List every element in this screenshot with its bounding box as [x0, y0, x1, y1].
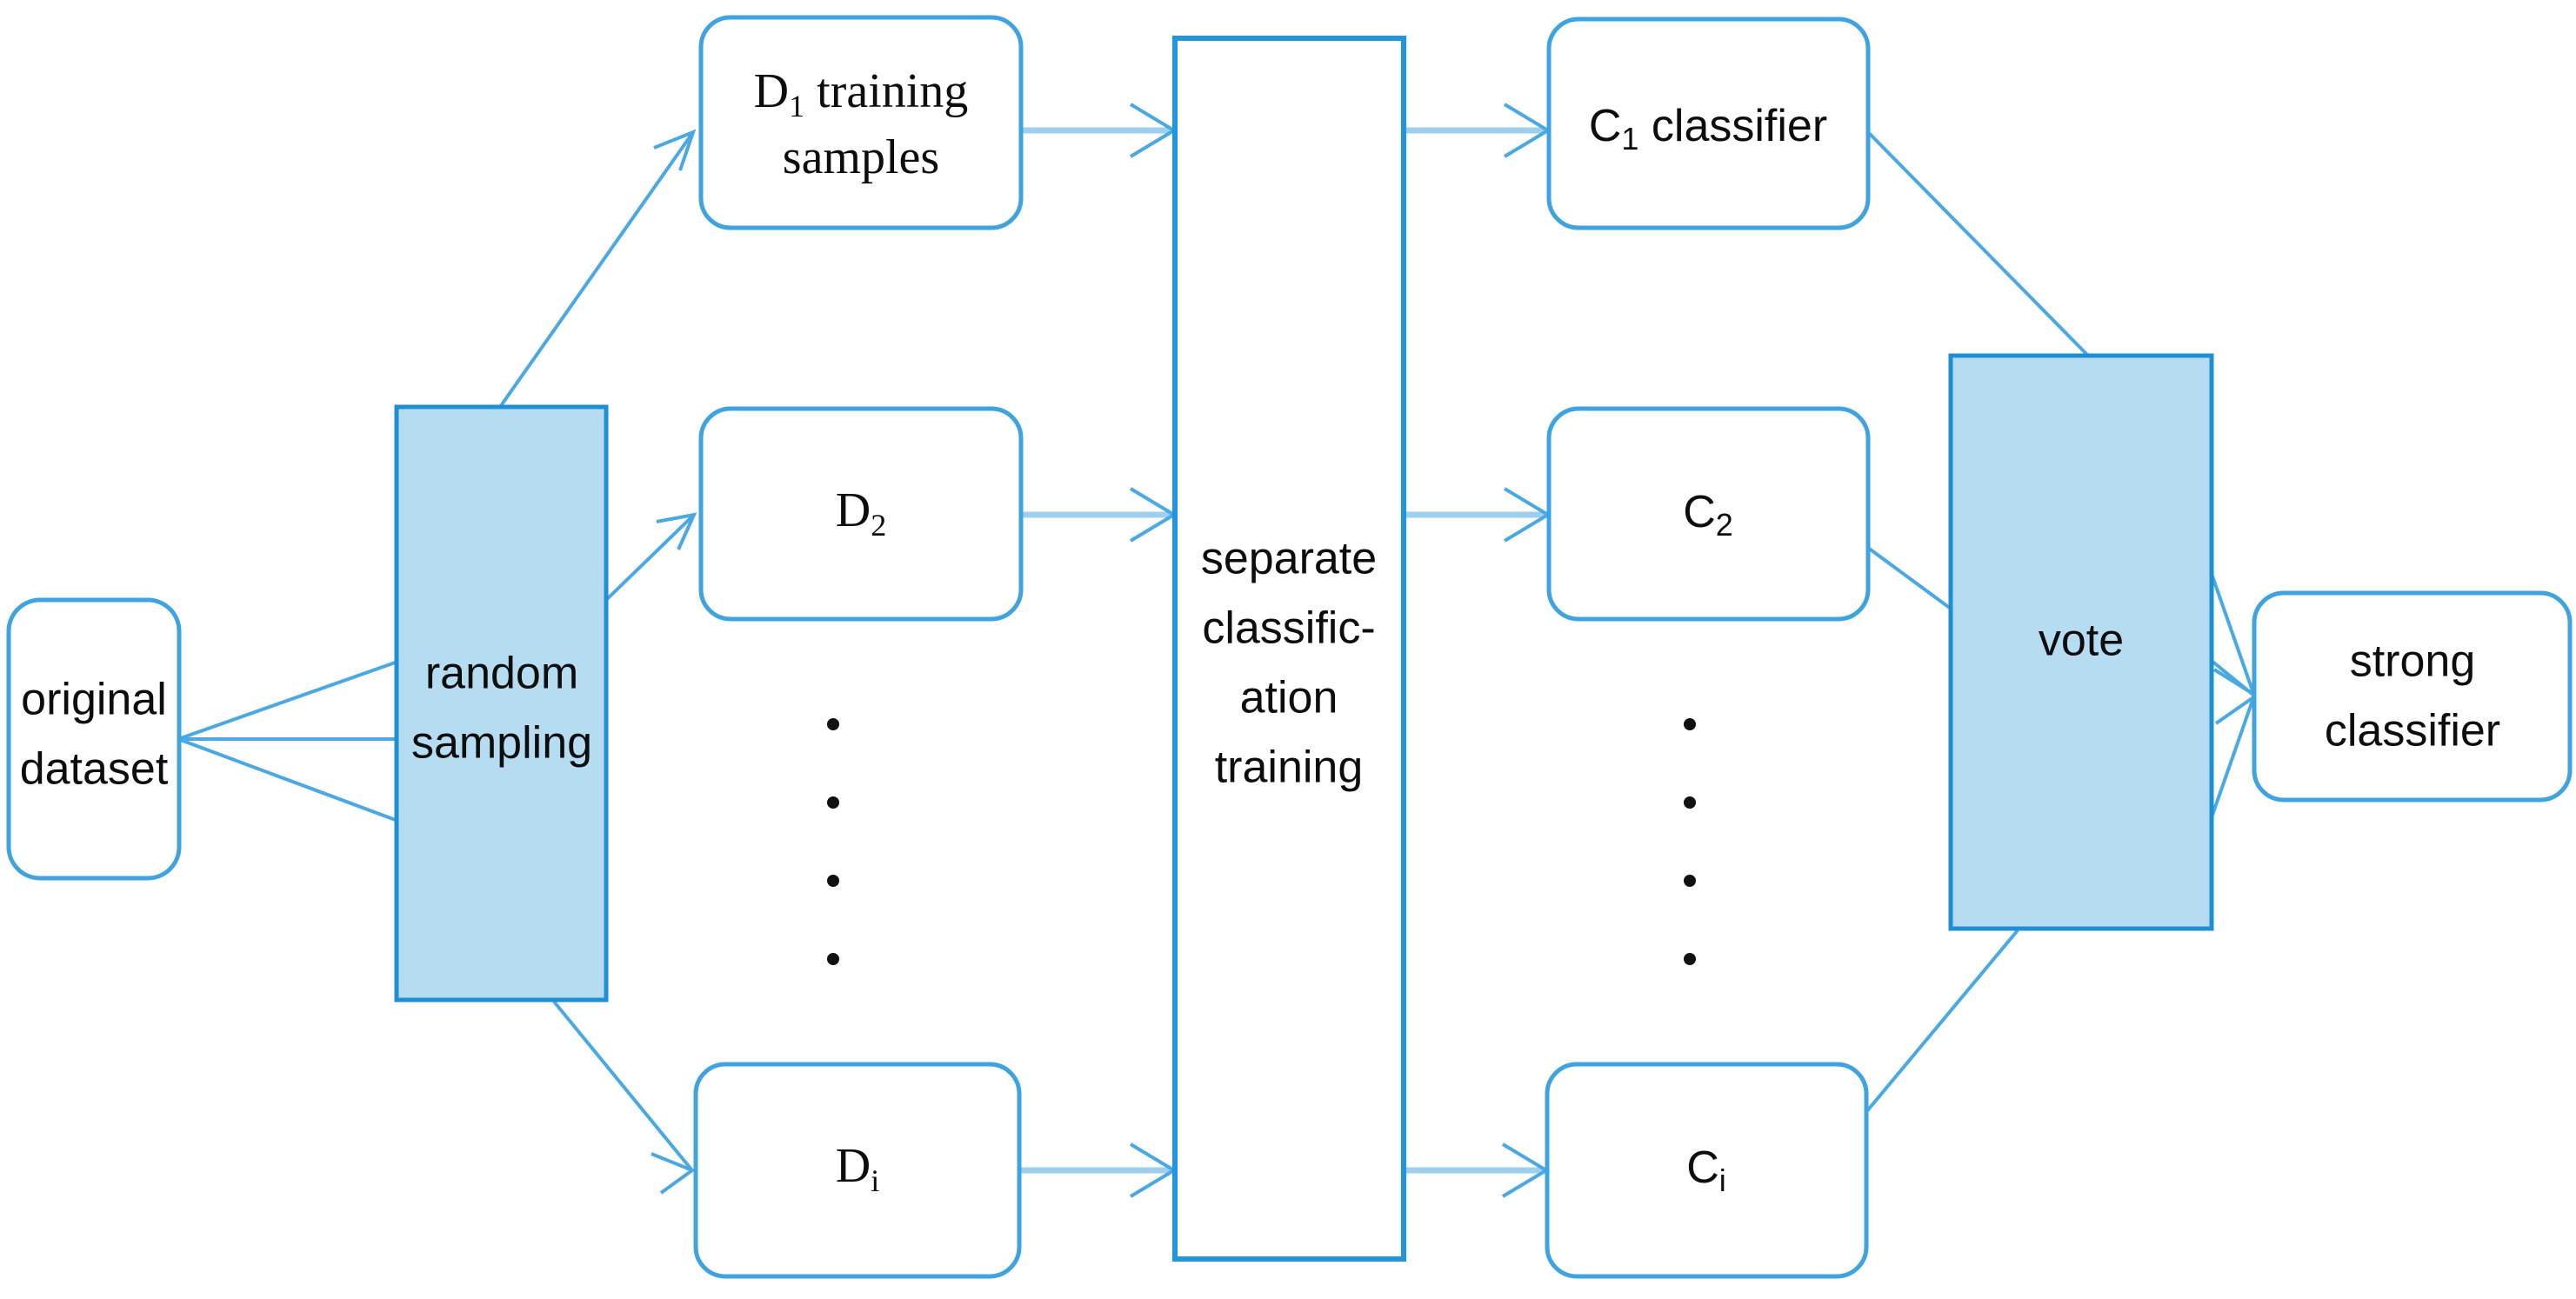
random-sampling-label-line2: sampling	[411, 718, 592, 769]
c-ellipsis-dot-4	[1684, 953, 1696, 965]
ci-subscript: i	[1719, 1162, 1726, 1198]
original-dataset-label-line1: original	[21, 675, 167, 725]
d2-label: D2	[836, 483, 886, 543]
c2-base: C	[1683, 487, 1716, 537]
d-ellipsis-dot-4	[827, 953, 839, 965]
node-random-sampling[interactable]: random sampling	[394, 404, 609, 1003]
strong-classifier-label-line2: classifier	[2325, 706, 2500, 756]
random-sampling-box[interactable]	[394, 404, 609, 1003]
ci-box[interactable]	[1545, 1062, 1869, 1279]
di-base: D	[836, 1139, 871, 1193]
d1-label-line1: D1 training	[754, 64, 969, 123]
di-label: Di	[836, 1139, 879, 1198]
node-di[interactable]: Di	[693, 1062, 1022, 1279]
training-label-line3: ation	[1240, 673, 1338, 723]
connector-di-to-training	[1019, 1142, 1178, 1198]
c2-subscript: 2	[1716, 507, 1733, 543]
node-ci[interactable]: Ci	[1545, 1062, 1869, 1279]
vote-label: vote	[2039, 616, 2124, 666]
di-subscript: i	[871, 1163, 879, 1198]
training-label-line4: training	[1215, 743, 1364, 793]
ellipsis-d-column	[827, 718, 839, 965]
original-dataset-label-line2: dataset	[20, 744, 169, 795]
c1-box[interactable]	[1546, 17, 1871, 230]
c1-label: C1 classifier	[1589, 101, 1827, 157]
connector-sampling-to-d2	[604, 512, 697, 602]
node-vote[interactable]: vote	[1948, 353, 2214, 931]
d-ellipsis-dot-2	[827, 796, 839, 809]
connector-training-to-ci	[1405, 1142, 1550, 1198]
strong-classifier-label-line1: strong	[2350, 636, 2476, 687]
connector-c1-to-vote	[1866, 130, 2089, 356]
d-ellipsis-dot-1	[827, 718, 839, 730]
node-d2[interactable]: D2	[698, 406, 1024, 622]
connector-vote-to-strong	[2210, 573, 2259, 818]
node-c2[interactable]: C2	[1546, 406, 1871, 622]
node-d1-training-samples[interactable]: D1 training samples	[698, 15, 1024, 230]
original-dataset-box[interactable]	[6, 597, 182, 881]
d1-label-line2: samples	[783, 130, 939, 184]
c-ellipsis-dot-2	[1684, 796, 1696, 809]
connector-d1-to-training	[1022, 103, 1178, 158]
d2-base: D	[836, 483, 871, 537]
d2-box[interactable]	[698, 406, 1024, 622]
c1-rest: classifier	[1638, 101, 1827, 151]
d-ellipsis-dot-3	[827, 875, 839, 887]
training-label-line2: classific-	[1202, 603, 1375, 654]
ellipsis-c-column	[1684, 718, 1696, 965]
connector-training-to-c2	[1405, 487, 1552, 543]
d1-rest: training	[804, 64, 968, 118]
connector-d2-to-training	[1022, 487, 1178, 543]
connector-training-to-c1	[1405, 103, 1552, 158]
c2-box[interactable]	[1546, 406, 1871, 622]
c2-label: C2	[1683, 487, 1733, 543]
random-sampling-label-line1: random	[425, 649, 578, 699]
node-strong-classifier[interactable]: strong classifier	[2252, 590, 2573, 803]
connector-c2-to-vote	[1866, 546, 1952, 610]
c-ellipsis-dot-3	[1684, 875, 1696, 887]
connector-ci-to-vote	[1864, 929, 2019, 1115]
d2-subscript: 2	[871, 508, 886, 543]
node-c1-classifier[interactable]: C1 classifier	[1546, 17, 1871, 230]
c1-subscript: 1	[1621, 121, 1638, 157]
strong-classifier-box[interactable]	[2252, 590, 2573, 803]
di-box[interactable]	[693, 1062, 1022, 1279]
node-separate-classification-training[interactable]: separate classific- ation training	[1172, 36, 1406, 1262]
ci-base: C	[1686, 1142, 1719, 1193]
d1-box[interactable]	[698, 15, 1024, 230]
connector-sampling-to-di	[552, 1000, 697, 1195]
training-box[interactable]	[1172, 36, 1406, 1262]
c1-base: C	[1589, 101, 1622, 151]
ci-label: Ci	[1686, 1142, 1726, 1198]
d1-base: D	[754, 64, 789, 118]
connector-dataset-to-sampling	[177, 659, 401, 823]
node-original-dataset[interactable]: original dataset	[6, 597, 182, 881]
d1-subscript: 1	[789, 89, 804, 123]
connector-sampling-to-d1	[498, 129, 697, 409]
vote-box[interactable]	[1948, 353, 2214, 931]
training-label-line1: separate	[1201, 534, 1377, 584]
c-ellipsis-dot-1	[1684, 718, 1696, 730]
